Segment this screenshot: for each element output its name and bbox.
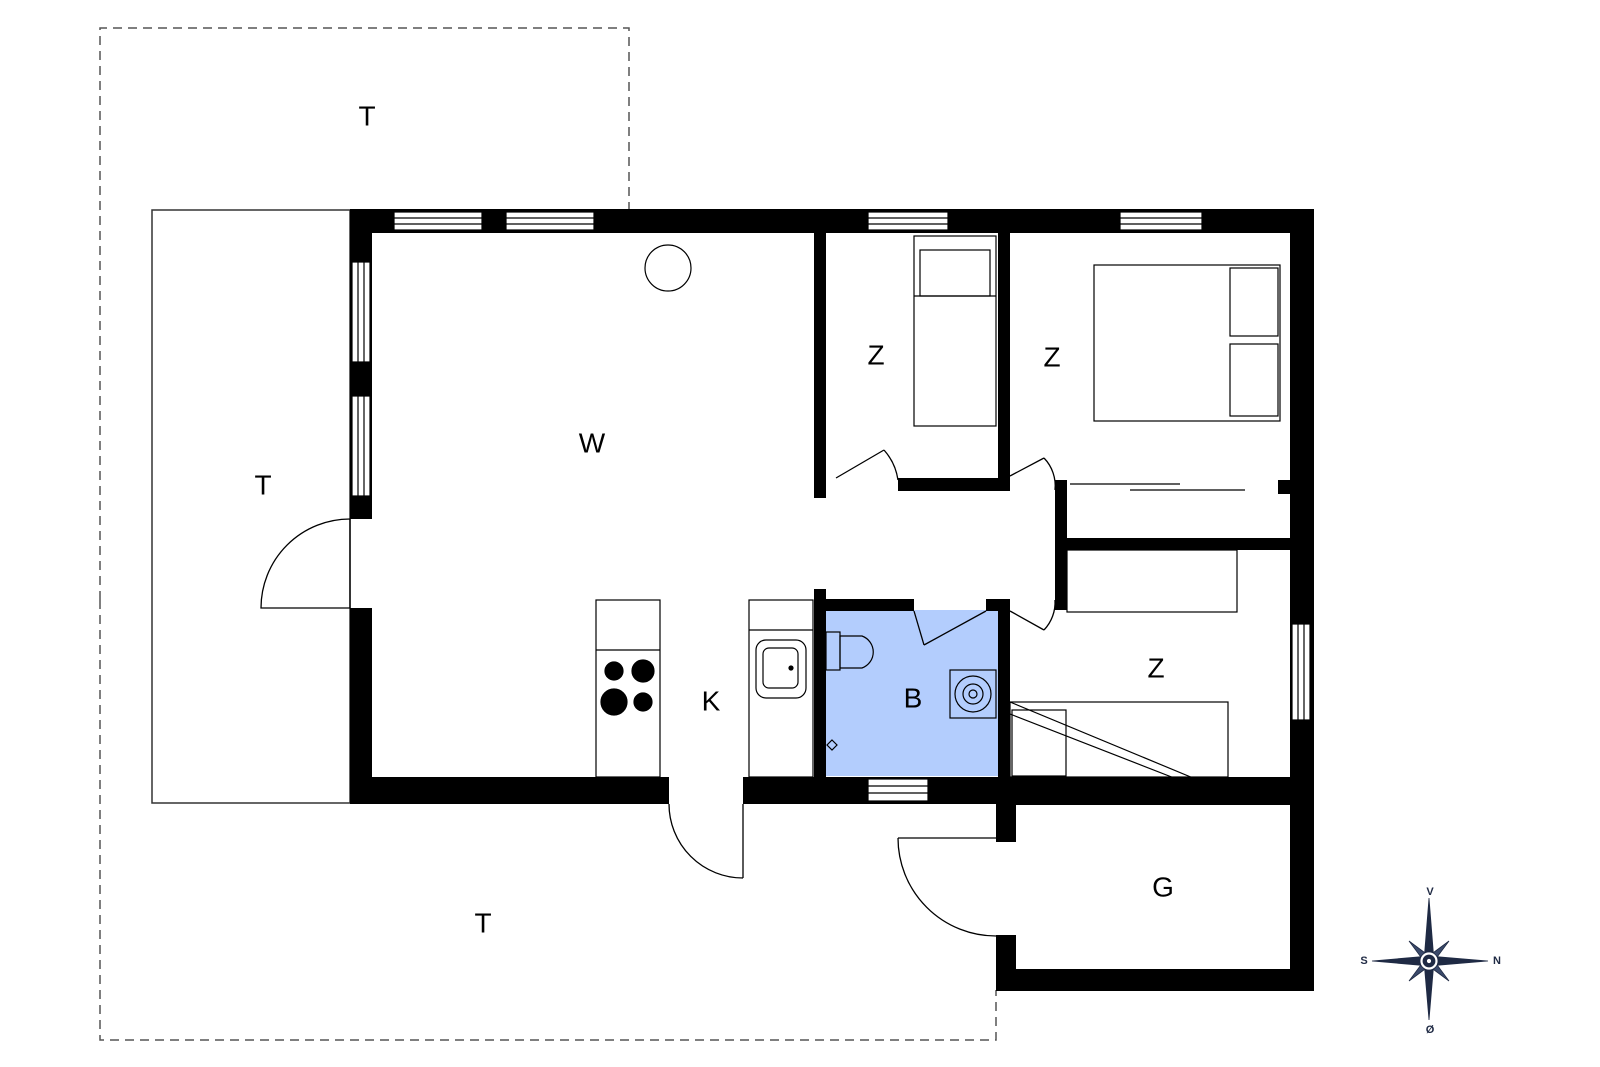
double-bed-icon [1093,264,1281,422]
terrace-top-label: T [358,100,375,131]
window-top-1 [393,211,483,231]
single-bed-bedroom-1-icon [913,235,997,427]
compass-rose: V Ø S N [1360,886,1501,1036]
doors [260,449,1056,937]
door-bottom-kitchen [668,803,744,879]
door-bedroom-2 [1009,457,1056,491]
stove-icon [595,599,661,778]
terrace-top-outline [99,27,630,600]
window-right [1291,623,1311,721]
toilet-icon [825,631,874,671]
windows [351,211,1311,802]
round-table-icon [644,244,692,292]
kitchen-sink-icon [748,599,814,778]
bedroom-1-label: Z [867,339,884,370]
shelf-icon [1066,549,1238,613]
terrace-bottom-label: T [474,907,491,938]
terrace-left-label: T [254,469,271,500]
door-bedroom-3 [1009,599,1056,631]
bathroom-label: B [904,682,923,713]
window-top-4 [1119,211,1203,231]
interior-walls [814,233,1290,803]
bedroom-2-label: Z [1043,341,1060,372]
window-left-1 [351,261,371,363]
compass-west-label: V [1426,886,1434,898]
door-bathroom [913,610,987,646]
furniture [595,235,1281,791]
door-bedroom-1 [835,449,899,481]
window-left-2 [351,395,371,497]
compass-south-label: S [1360,955,1367,967]
terrace-left-outline [151,209,351,804]
bathroom-sink-icon [949,669,997,719]
window-top-3 [867,211,949,231]
storage-label: G [1152,871,1174,902]
window-bathroom [867,778,929,802]
room-labels: T T T W K B Z Z Z G [254,100,1173,938]
door-storage [897,837,997,937]
compass-star-icon [1371,897,1489,1021]
terraces [99,27,997,1041]
bunk-bed-icon [1009,701,1229,791]
kitchen-label: K [702,685,721,716]
window-top-2 [505,211,595,231]
terrace-bottom-outline [99,600,997,1041]
compass-east-label: Ø [1426,1024,1435,1036]
door-terrace-left [260,518,351,609]
compass-north-label: N [1493,955,1501,967]
bedroom-3-label: Z [1147,652,1164,683]
drain-icon [826,739,838,751]
living-room-label: W [579,427,606,458]
closet-icon [1070,483,1245,491]
